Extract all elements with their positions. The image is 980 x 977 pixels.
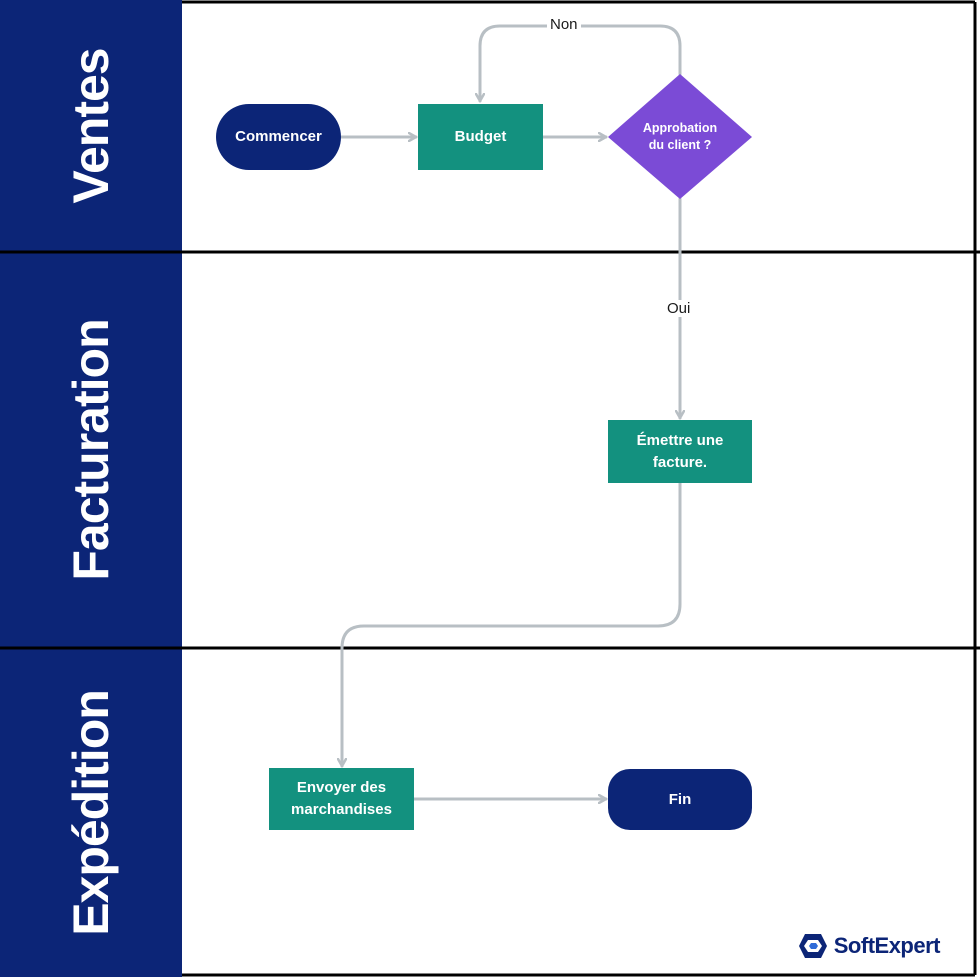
node-budget-label: Budget (454, 128, 507, 145)
node-invoice-line1: Émettre une (636, 431, 724, 449)
node-start-label: Commencer (235, 128, 322, 145)
node-budget: Budget (418, 104, 543, 170)
softexpert-logo-text: SoftExpert (833, 933, 941, 958)
node-invoice-line2: facture. (652, 453, 708, 471)
lane-header-facturation: Facturation (0, 252, 182, 648)
node-ship-line2: marchandises (291, 801, 392, 818)
node-ship-line1: Envoyer des (296, 779, 387, 796)
edge-label-yes: Oui (664, 300, 694, 317)
node-decision-label: Approbation du client ? (620, 112, 740, 162)
node-end: Fin (608, 769, 752, 830)
decision-label-line1: Approbation (642, 121, 718, 135)
lane-header-ventes: Ventes (0, 0, 182, 252)
lane-header-expedition: Expédition (0, 648, 182, 977)
decision-diamond (608, 74, 752, 199)
node-start: Commencer (216, 104, 341, 170)
node-ship: Envoyer des marchandises (269, 768, 414, 830)
edge-invoice-to-ship (342, 481, 682, 768)
softexpert-logo: SoftExpert (798, 933, 941, 959)
edge-decision-no-loop (480, 24, 682, 103)
decision-label-line2: du client ? (648, 138, 712, 152)
edge-label-no: Non (547, 16, 581, 33)
node-end-label: Fin (668, 790, 692, 808)
node-invoice: Émettre une facture. (608, 420, 752, 483)
softexpert-logo-icon (798, 934, 827, 958)
